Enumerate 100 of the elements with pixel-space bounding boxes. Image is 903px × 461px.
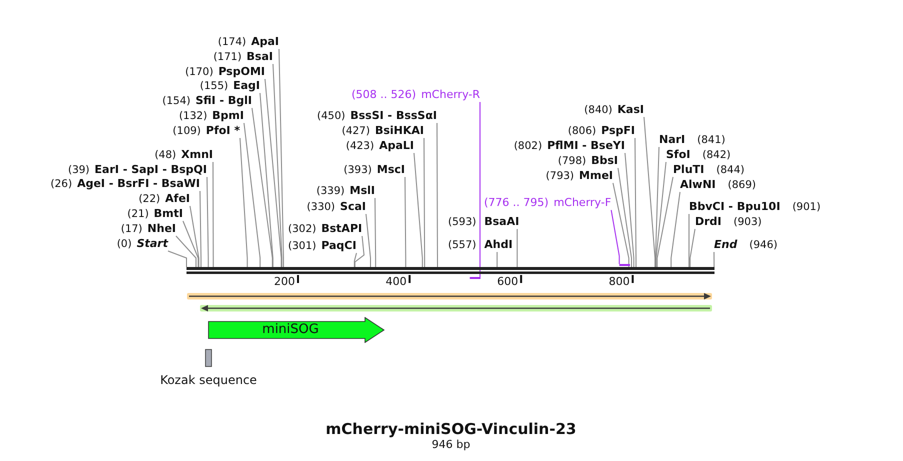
site-position: (17) bbox=[120, 223, 142, 235]
leader-line bbox=[212, 162, 214, 268]
site-position: (39) bbox=[68, 164, 90, 176]
site-position: (903) bbox=[734, 216, 762, 228]
site-position: (798) bbox=[558, 155, 586, 167]
tick-label: 200 bbox=[274, 275, 295, 289]
leader-line bbox=[690, 228, 696, 268]
site-position: (155) bbox=[200, 80, 228, 92]
enzyme-name: AfeI bbox=[165, 192, 190, 205]
site-position: (842) bbox=[702, 149, 731, 161]
site-position: (946) bbox=[749, 239, 778, 251]
site-position: (844) bbox=[716, 164, 744, 176]
site-position: (901) bbox=[792, 201, 821, 213]
leader-line bbox=[612, 182, 630, 268]
site-position: (22) bbox=[138, 193, 160, 205]
enzyme-name: PaqCI bbox=[321, 239, 356, 252]
site-position: (393) bbox=[344, 164, 372, 176]
site-position: (427) bbox=[342, 125, 370, 137]
enzyme-name: BssSI - BssSαI bbox=[350, 109, 437, 122]
site-position: (26) bbox=[50, 178, 72, 190]
site-position: (48) bbox=[154, 149, 176, 161]
leader-line bbox=[354, 236, 365, 268]
primer-site-mark bbox=[470, 277, 480, 279]
enzyme-name: ApaI bbox=[251, 35, 279, 48]
site-position: (302) bbox=[288, 223, 316, 235]
leader-line bbox=[200, 190, 202, 268]
enzyme-name: BpmI bbox=[212, 109, 244, 122]
tick-label: 400 bbox=[386, 275, 407, 289]
tick-label: 800 bbox=[608, 275, 630, 289]
feature-band bbox=[187, 293, 712, 300]
leader-line bbox=[206, 176, 209, 268]
enzyme-name: AhdI bbox=[484, 238, 513, 251]
leader-line bbox=[366, 214, 371, 268]
leader-line bbox=[644, 116, 656, 268]
sequence-end-label: Start bbox=[136, 237, 168, 250]
enzyme-name: BbvCI - Bpu10I bbox=[689, 200, 780, 213]
enzyme-name: EagI bbox=[233, 79, 260, 92]
enzyme-name: MmeI bbox=[579, 169, 613, 182]
site-position: (869) bbox=[728, 179, 756, 191]
primer-site-mark bbox=[619, 264, 630, 266]
enzyme-name: BsaAI bbox=[484, 215, 520, 228]
leader-line bbox=[354, 252, 357, 268]
leader-line bbox=[272, 64, 282, 268]
enzyme-name: ScaI bbox=[340, 200, 366, 213]
leader-line bbox=[404, 176, 406, 268]
leader-line bbox=[176, 236, 196, 268]
enzyme-name: MslI bbox=[350, 184, 375, 197]
dna-backbone bbox=[186, 267, 714, 274]
enzyme-name: NarI bbox=[659, 133, 686, 146]
leader-line bbox=[260, 92, 274, 268]
enzyme-name: BstAPI bbox=[321, 222, 362, 235]
leader-line bbox=[610, 210, 620, 264]
site-position: (841) bbox=[697, 134, 726, 146]
leader-line bbox=[624, 152, 634, 268]
enzyme-name: EarI - SapI - BspQI bbox=[94, 163, 207, 176]
site-position: (557) bbox=[448, 239, 476, 251]
enzyme-name: AgeI - BsrFI - BsaWI bbox=[77, 177, 200, 190]
site-position: (806) bbox=[568, 125, 596, 137]
site-position: (793) bbox=[546, 170, 574, 182]
site-position: (132) bbox=[178, 110, 208, 122]
leader-line bbox=[655, 146, 660, 268]
tick-label: 600 bbox=[497, 275, 518, 289]
site-position: (171) bbox=[213, 51, 242, 63]
site-position: (330) bbox=[306, 201, 336, 213]
enzyme-name: BsaI bbox=[246, 50, 273, 63]
leader-line bbox=[496, 252, 498, 268]
enzyme-name: SfoI bbox=[666, 148, 690, 161]
leader-line bbox=[688, 214, 690, 268]
feature-band bbox=[200, 305, 712, 312]
leader-line bbox=[414, 152, 423, 268]
leader-line bbox=[656, 176, 674, 268]
enzyme-name: AlwNI bbox=[680, 178, 716, 191]
leader-line bbox=[264, 78, 282, 268]
enzyme-name: PspFI bbox=[601, 124, 635, 137]
enzyme-name: BmtI bbox=[154, 207, 183, 220]
enzyme-name: PflMI - BseYI bbox=[547, 139, 625, 152]
enzyme-name: XmnI bbox=[181, 148, 213, 161]
site-position: (301) bbox=[288, 240, 316, 252]
enzyme-name: BbsI bbox=[591, 154, 618, 167]
primer-position: (508 .. 526) bbox=[352, 88, 416, 101]
leader-line bbox=[190, 206, 200, 268]
leader-line bbox=[618, 168, 632, 268]
leader-line bbox=[168, 250, 187, 268]
leader-line bbox=[436, 122, 438, 268]
primer-position: (776 .. 795) bbox=[484, 196, 549, 209]
leader-line bbox=[278, 48, 284, 268]
site-position: (593) bbox=[448, 216, 476, 228]
map-title: mCherry-miniSOG-Vinculin-23 bbox=[326, 420, 576, 439]
site-position: (170) bbox=[185, 66, 214, 78]
enzyme-name: ApaLI bbox=[379, 139, 414, 152]
enzyme-name: NheI bbox=[147, 222, 176, 235]
enzyme-name: SfiI - BglI bbox=[195, 94, 252, 107]
site-position: (0) bbox=[116, 238, 132, 250]
leader-line bbox=[656, 162, 666, 268]
site-position: (423) bbox=[346, 140, 374, 152]
site-position: (109) bbox=[172, 125, 201, 137]
leader-line bbox=[244, 122, 261, 268]
site-position: (174) bbox=[218, 36, 246, 48]
site-position: (802) bbox=[514, 140, 542, 152]
leader-line bbox=[252, 108, 273, 268]
